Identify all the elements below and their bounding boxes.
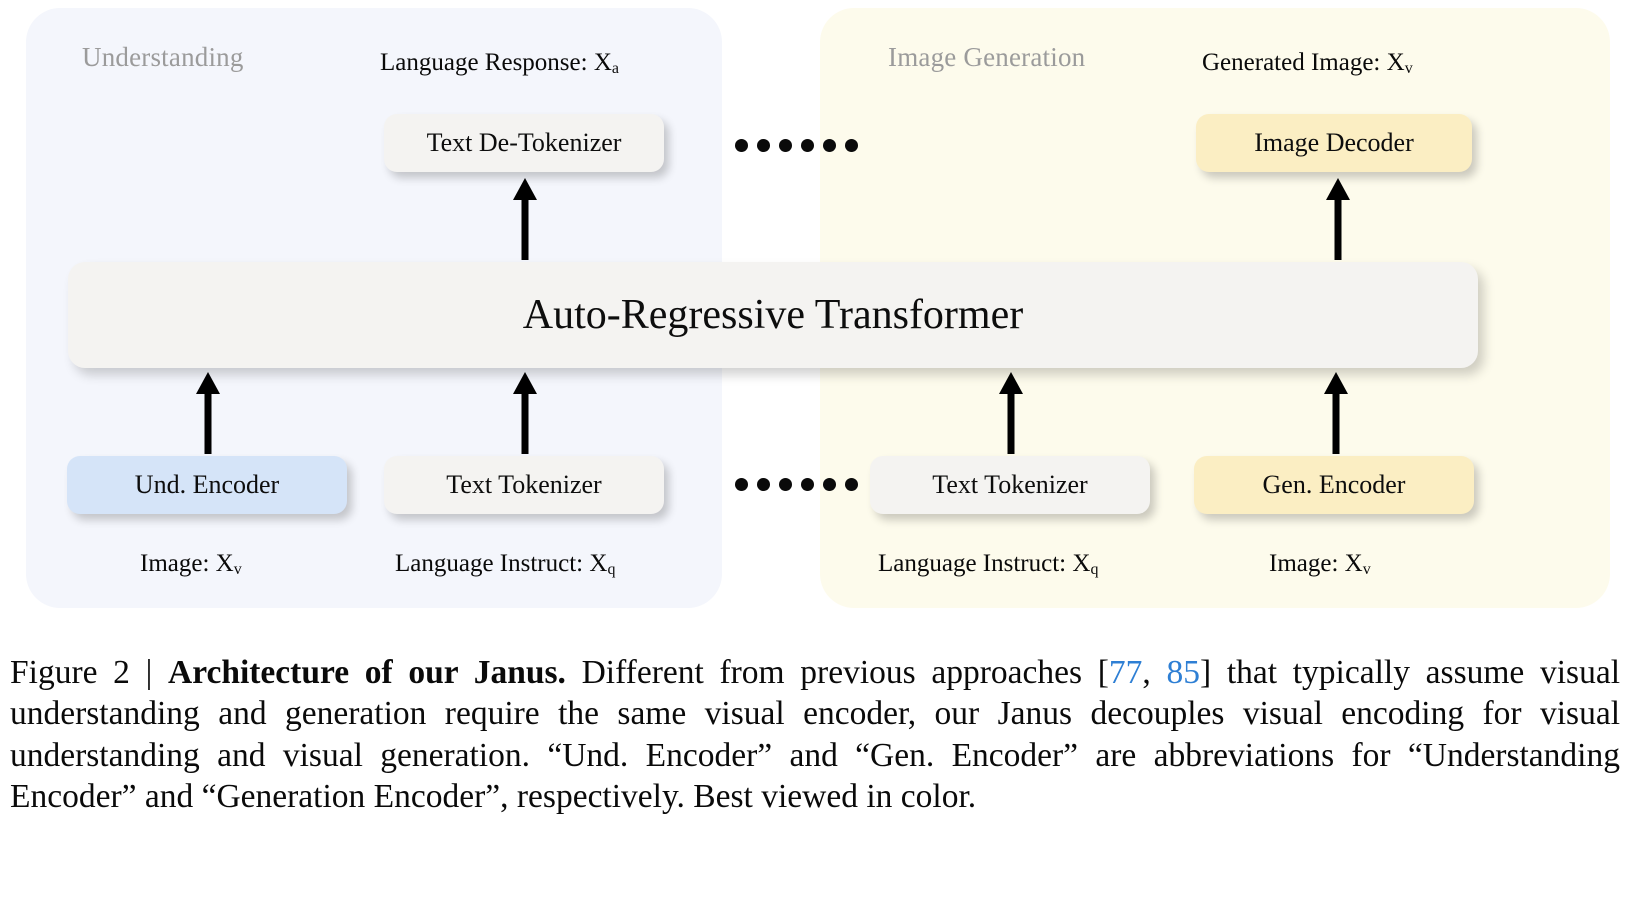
label-image-generation: Image: Xv [1269, 550, 1371, 579]
arrow-shaft [1007, 390, 1015, 454]
arrow-head-icon [513, 372, 537, 394]
label-generated-image-sub: v [1404, 60, 1413, 77]
label-language-response-sub: a [611, 60, 619, 77]
label-image-understanding: Image: Xv [140, 550, 242, 579]
arrow-und-encoder-to-transformer [196, 372, 220, 454]
label-image-generation-sub: v [1362, 561, 1371, 578]
label-image-understanding-text: Image: X [140, 550, 234, 577]
arrow-head-icon [513, 178, 537, 200]
label-generated-image-text: Generated Image: X [1202, 49, 1405, 76]
box-gen-encoder[interactable]: Gen. Encoder [1194, 456, 1474, 514]
arrow-text-tokenizer-und-to-transformer [513, 372, 537, 454]
citation-link-85[interactable]: 85 [1166, 654, 1200, 691]
ellipsis-dot [735, 139, 748, 152]
ellipsis-dot [823, 478, 836, 491]
caption-part-2: ] that typically assume visual understan… [10, 654, 1621, 816]
arrow-text-tokenizer-gen-to-transformer [999, 372, 1023, 454]
figure-caption: Figure 2 | Architecture of our Janus. Di… [10, 652, 1620, 817]
arrow-head-icon [999, 372, 1023, 394]
label-image-understanding-sub: v [233, 561, 242, 578]
arrow-shaft [521, 390, 529, 454]
ellipsis-dot [801, 478, 814, 491]
arrow-shaft [204, 390, 212, 454]
label-language-instruct-generation-text: Language Instruct: X [878, 550, 1091, 577]
caption-bold-title: Architecture of our Janus. [168, 654, 566, 691]
arrow-head-icon [1326, 178, 1350, 200]
arrow-head-icon [196, 372, 220, 394]
box-und-encoder[interactable]: Und. Encoder [67, 456, 347, 514]
ellipsis-dot [823, 139, 836, 152]
panel-image-generation-title: Image Generation [888, 42, 1086, 72]
caption-citation-separator: , [1142, 654, 1167, 691]
transformer-label: Auto-Regressive Transformer [522, 292, 1024, 338]
ellipsis-dot [845, 139, 858, 152]
arrow-shaft [1332, 390, 1340, 454]
box-image-decoder[interactable]: Image Decoder [1196, 114, 1472, 172]
box-text-tokenizer-generation[interactable]: Text Tokenizer [870, 456, 1150, 514]
ellipsis-dot [779, 478, 792, 491]
ellipsis-dot [801, 139, 814, 152]
arrow-transformer-to-text-de-tokenizer [513, 178, 537, 260]
label-language-instruct-understanding: Language Instruct: Xq [395, 550, 615, 579]
label-language-instruct-generation: Language Instruct: Xq [878, 550, 1098, 579]
label-language-instruct-understanding-sub: q [607, 561, 616, 578]
label-generated-image: Generated Image: Xv [1202, 49, 1413, 78]
arrow-shaft [521, 196, 529, 260]
label-language-instruct-generation-sub: q [1090, 561, 1099, 578]
label-language-response-text: Language Response: X [380, 49, 612, 76]
ellipsis-dot [757, 478, 770, 491]
arrow-shaft [1334, 196, 1342, 260]
ellipsis-dot [735, 478, 748, 491]
box-text-tokenizer-understanding[interactable]: Text Tokenizer [384, 456, 664, 514]
box-auto-regressive-transformer[interactable]: Auto-Regressive Transformer [68, 262, 1478, 368]
ellipsis-dots-icon-top [735, 139, 858, 152]
box-text-de-tokenizer[interactable]: Text De-Tokenizer [384, 114, 664, 172]
label-image-generation-text: Image: X [1269, 550, 1363, 577]
caption-figure-number: Figure 2 | [10, 654, 169, 691]
citation-link-77[interactable]: 77 [1108, 654, 1143, 691]
ellipsis-dot [779, 139, 792, 152]
ellipsis-dot [845, 478, 858, 491]
arrow-gen-encoder-to-transformer [1324, 372, 1348, 454]
panel-understanding-title: Understanding [82, 42, 244, 72]
ellipsis-dot [757, 139, 770, 152]
caption-part-1: Different from previous approaches [ [565, 654, 1109, 691]
arrow-head-icon [1324, 372, 1348, 394]
ellipsis-dots-icon-bottom [735, 478, 858, 491]
label-language-response: Language Response: Xa [380, 49, 619, 78]
arrow-transformer-to-image-decoder [1326, 178, 1350, 260]
label-language-instruct-understanding-text: Language Instruct: X [395, 550, 608, 577]
